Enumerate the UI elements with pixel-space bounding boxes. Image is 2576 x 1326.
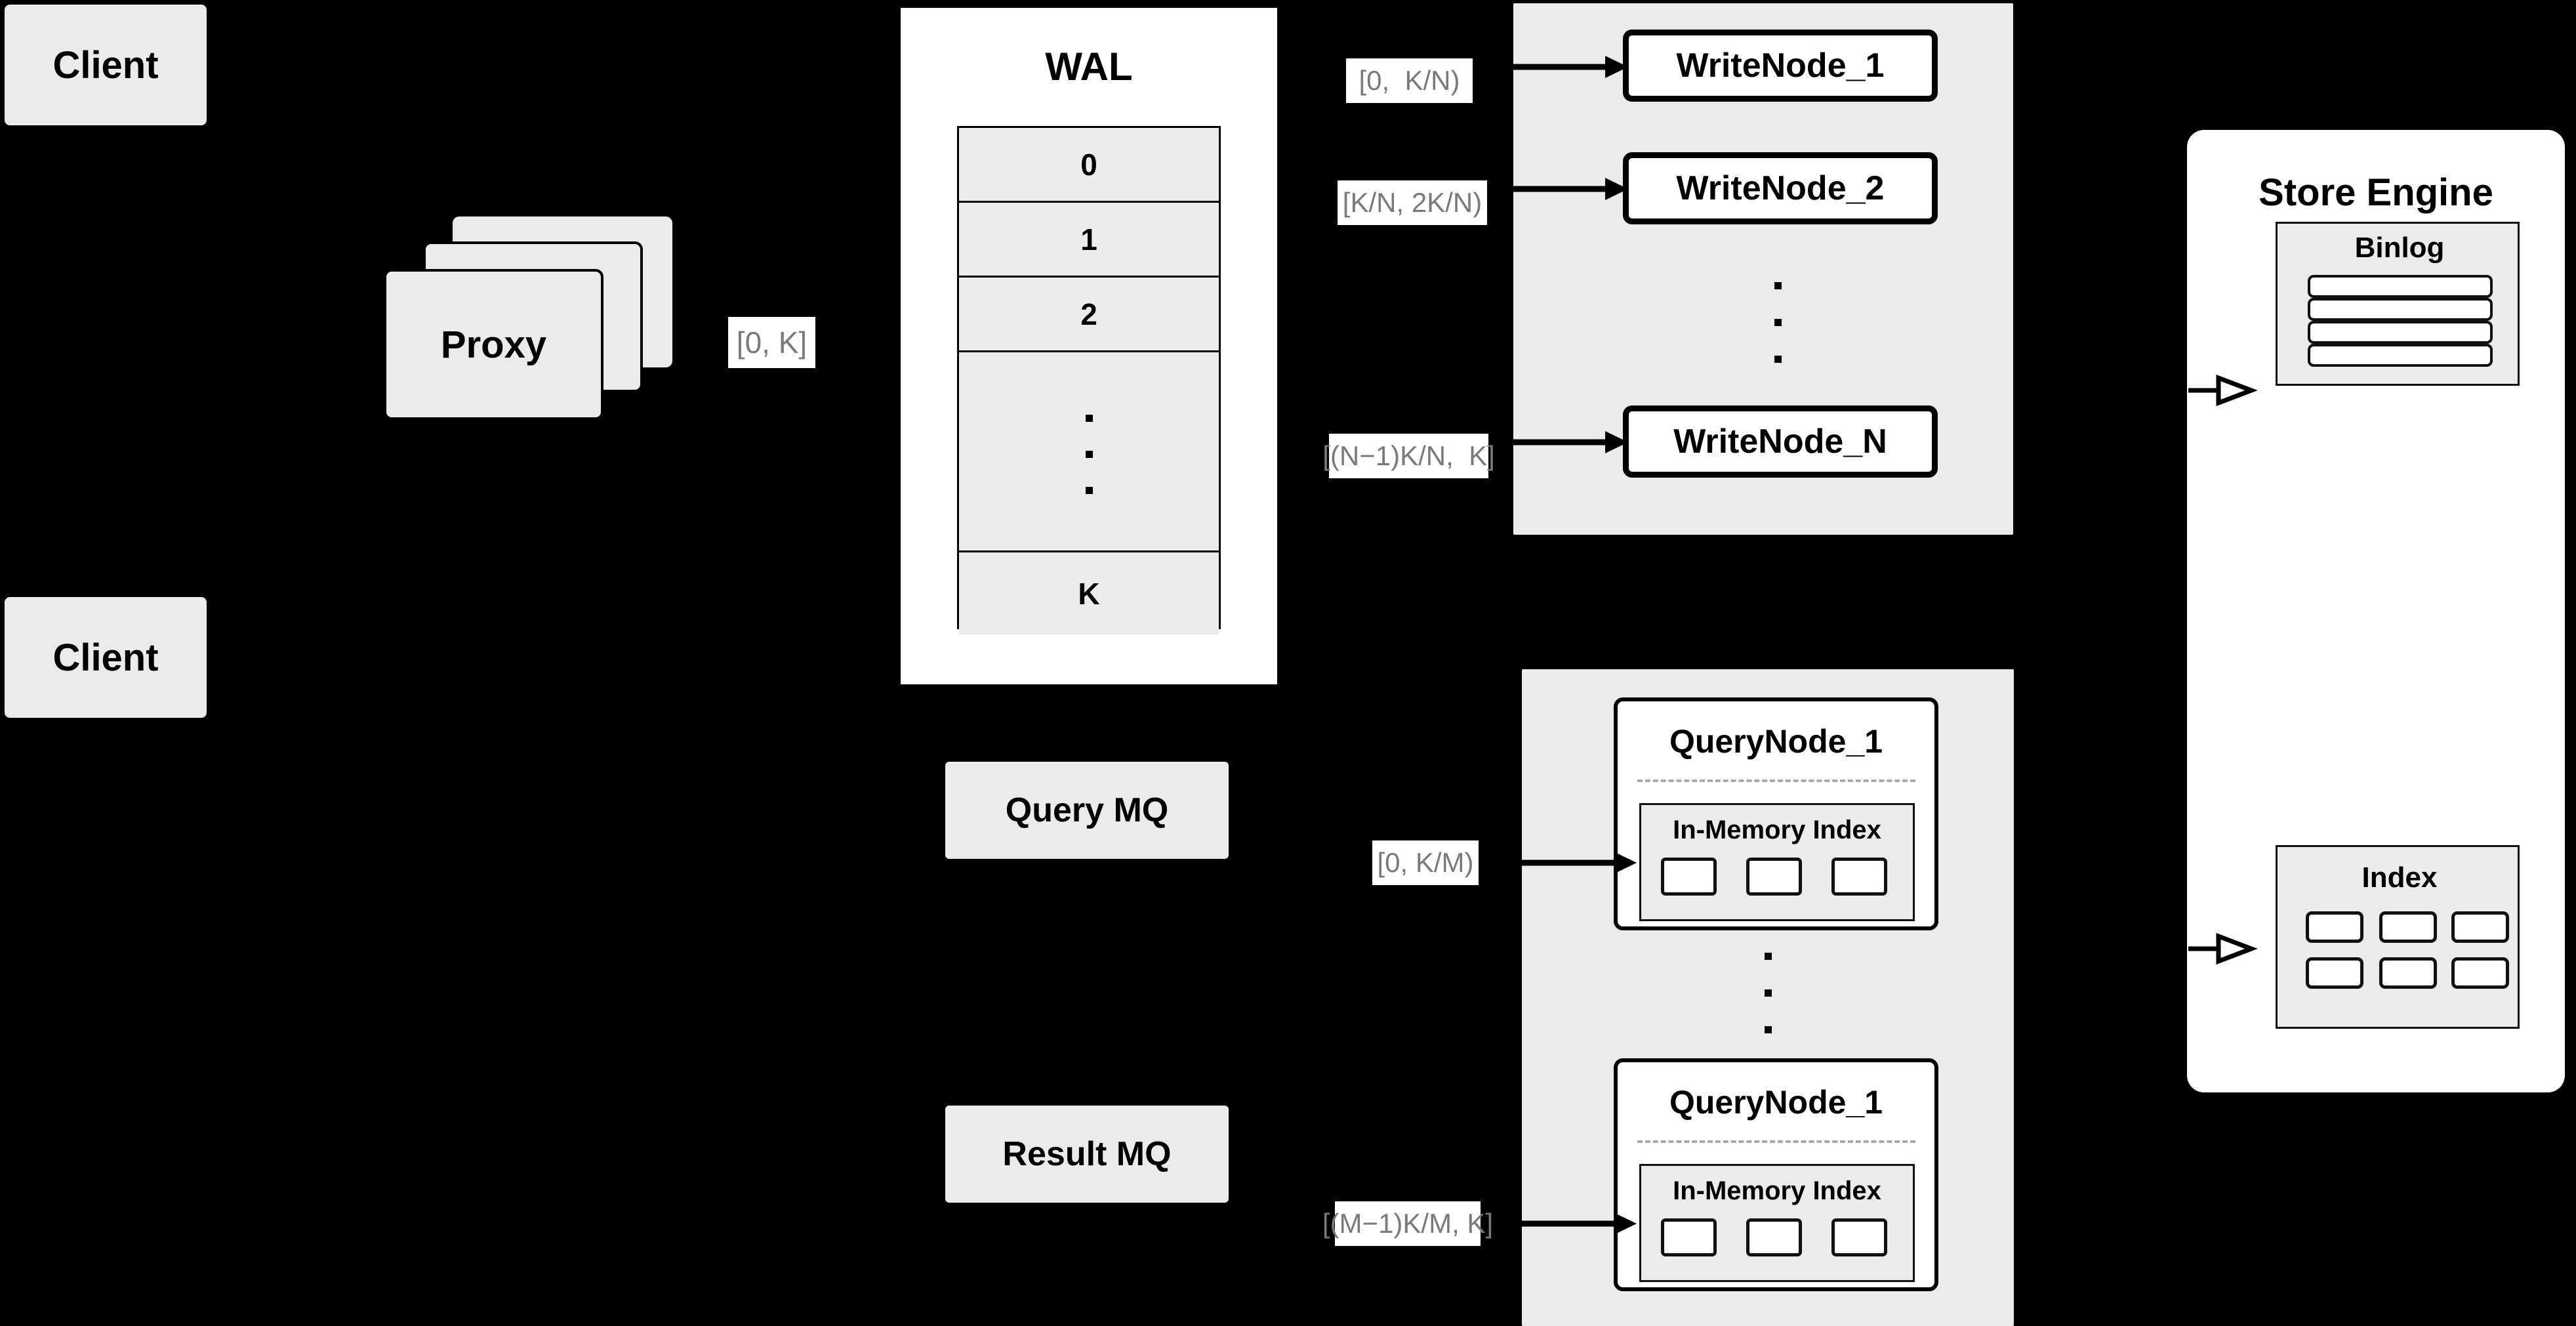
wal-row-list: 0 1 2 K [957, 126, 1221, 634]
index-cell[interactable] [2451, 957, 2509, 989]
write-node-2-range-label: [K/N, 2K/N) [1338, 180, 1487, 225]
binlog-slot[interactable] [2308, 298, 2493, 321]
ellipsis-dot [1086, 415, 1093, 422]
ellipsis-dot [1774, 319, 1782, 326]
query-mq-label: Query MQ [1005, 791, 1169, 829]
index-title: Index [2361, 861, 2438, 894]
index-cell[interactable] [2306, 957, 2363, 989]
binlog-slot[interactable] [2308, 344, 2493, 367]
ellipsis-dot [1765, 1026, 1772, 1033]
wal-row-label: 1 [1080, 222, 1097, 257]
write-node-1-arrow [1513, 56, 1628, 78]
wal-row[interactable]: 1 [959, 203, 1219, 278]
query-node-2-divider [1637, 1140, 1915, 1143]
inmemory-index-cell[interactable] [1831, 1218, 1887, 1256]
wal-row[interactable]: 2 [959, 278, 1219, 352]
ellipsis-dot [1774, 282, 1782, 289]
inmemory-index-cell[interactable] [1746, 858, 1802, 896]
client-node-2-label: Client [52, 636, 159, 679]
store-engine-title: Store Engine [2259, 171, 2493, 214]
query-node-1[interactable]: QueryNode_1 In-Memory Index [1614, 697, 1938, 930]
write-node-1-label: WriteNode_1 [1676, 47, 1885, 85]
inmemory-index-cell[interactable] [1746, 1218, 1802, 1256]
query-node-1-range-label: [0, K/M) [1372, 840, 1479, 885]
query-node-1-inmemory-index-panel: In-Memory Index [1639, 803, 1915, 921]
inmemory-index-cell[interactable] [1831, 858, 1887, 896]
ellipsis-dot [1774, 356, 1782, 363]
wal-row-label: 0 [1080, 147, 1097, 182]
query-mq-node[interactable]: Query MQ [945, 762, 1229, 859]
ellipsis-dot [1765, 989, 1772, 997]
query-node-1-arrow [1522, 852, 1637, 874]
write-node-2-arrow [1513, 178, 1628, 200]
index-cell[interactable] [2451, 911, 2509, 943]
binlog-title: Binlog [2354, 232, 2445, 264]
query-node-2-inmemory-index-panel: In-Memory Index [1639, 1164, 1915, 1282]
client-node-1[interactable]: Client [5, 5, 207, 125]
result-mq-node[interactable]: Result MQ [945, 1106, 1229, 1203]
write-node-2[interactable]: WriteNode_2 [1623, 152, 1938, 224]
ellipsis-dot [1086, 487, 1093, 494]
client-node-1-label: Client [52, 43, 159, 87]
wal-row-label: K [1078, 576, 1100, 611]
query-node-1-divider [1637, 779, 1915, 782]
ellipsis-dot [1086, 451, 1093, 458]
binlog-slot[interactable] [2308, 321, 2493, 344]
query-node-2-range-label: [(M−1)K/M, K] [1322, 1201, 1493, 1246]
write-node-n-label: WriteNode_N [1673, 423, 1887, 461]
proxy-range-label-text: [0, K] [736, 325, 808, 360]
write-node-n-range-label: [(N−1)K/N, K] [1322, 434, 1495, 478]
wal-row[interactable]: 0 [959, 128, 1219, 203]
binlog-inflow-arrow [2188, 374, 2258, 407]
index-cell[interactable] [2379, 957, 2437, 989]
ellipsis-dot [1765, 953, 1772, 960]
binlog-slot[interactable] [2308, 275, 2493, 298]
wal-row-label: 2 [1080, 297, 1097, 331]
index-panel: Index [2276, 845, 2520, 1029]
index-inflow-arrow [2188, 932, 2258, 965]
query-node-2-label: QueryNode_1 [1669, 1084, 1883, 1121]
wal-title: WAL [1045, 45, 1133, 89]
write-node-2-label: WriteNode_2 [1676, 169, 1885, 207]
wal-row[interactable]: K [959, 552, 1219, 634]
write-node-n-arrow [1513, 431, 1628, 453]
wal-row-ellipsis [959, 352, 1219, 552]
index-cell[interactable] [2379, 911, 2437, 943]
client-node-2[interactable]: Client [5, 597, 207, 718]
query-node-1-label: QueryNode_1 [1669, 723, 1883, 760]
write-node-1[interactable]: WriteNode_1 [1623, 30, 1938, 102]
write-node-1-range-label: [0, K/N) [1346, 58, 1473, 103]
inmemory-index-cell[interactable] [1661, 1218, 1717, 1256]
write-node-n[interactable]: WriteNode_N [1623, 405, 1938, 478]
query-node-2-inmemory-index-title: In-Memory Index [1673, 1176, 1881, 1205]
proxy-node-label: Proxy [440, 323, 547, 366]
store-engine-panel: Store Engine Binlog Index [2187, 130, 2565, 1092]
query-node-2-arrow [1522, 1212, 1637, 1235]
inmemory-index-cell[interactable] [1661, 858, 1717, 896]
binlog-panel: Binlog [2276, 222, 2520, 386]
wal-panel: WAL 0 1 2 K [896, 3, 1282, 689]
proxy-range-label: [0, K] [728, 317, 815, 368]
query-node-2[interactable]: QueryNode_1 In-Memory Index [1614, 1058, 1938, 1291]
index-cell[interactable] [2306, 911, 2363, 943]
result-mq-label: Result MQ [1002, 1135, 1172, 1173]
query-node-1-inmemory-index-title: In-Memory Index [1673, 816, 1881, 844]
proxy-node[interactable]: Proxy [384, 269, 603, 420]
